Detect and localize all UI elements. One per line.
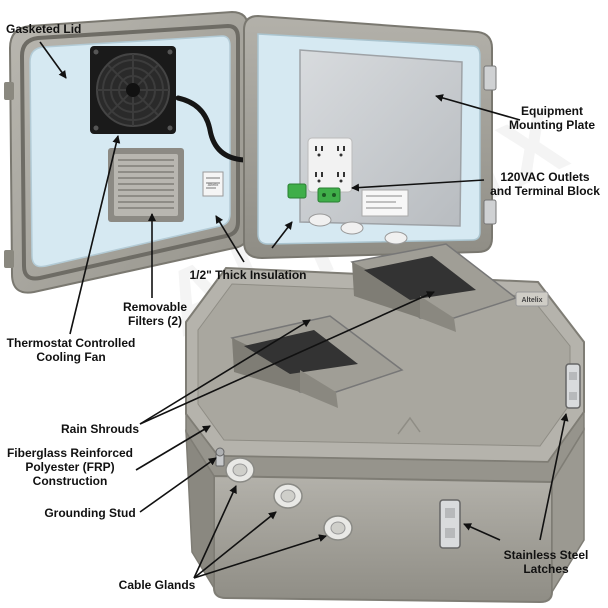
label-grounding-stud: Grounding Stud bbox=[44, 506, 136, 520]
leader-gasketed-lid bbox=[39, 41, 67, 79]
label-rain-shrouds: Rain Shrouds bbox=[60, 422, 139, 436]
latch bbox=[483, 65, 497, 91]
outlets-120vac bbox=[307, 137, 353, 193]
label-cable-glands: Cable Glands bbox=[118, 578, 196, 592]
cooling-fan bbox=[90, 46, 176, 134]
label-latches: Stainless Steel Latches bbox=[503, 548, 589, 576]
stainless-latch bbox=[439, 499, 461, 549]
gland-hole bbox=[384, 231, 408, 245]
leader-latch-1 bbox=[539, 413, 569, 541]
leader-insulation-lid bbox=[215, 215, 245, 263]
leader-rain-shroud-2 bbox=[139, 291, 435, 425]
stainless-latch bbox=[565, 363, 581, 409]
leader-gland-3 bbox=[193, 534, 327, 579]
label-gasketed-lid: Gasketed Lid bbox=[6, 22, 82, 36]
brand-badge: Altelix bbox=[521, 297, 542, 304]
wiring-sticker bbox=[361, 189, 409, 217]
label-filters: Removable Filters (2) bbox=[122, 300, 188, 328]
cable-gland bbox=[323, 515, 353, 541]
lid-hinge bbox=[4, 82, 14, 100]
gland-hole bbox=[308, 213, 332, 227]
terminal-block bbox=[287, 183, 341, 203]
latch bbox=[483, 199, 497, 225]
label-insulation: 1/2" Thick Insulation bbox=[189, 268, 307, 282]
leader-rain-shroud-1 bbox=[139, 319, 311, 425]
leader-grounding-stud bbox=[139, 457, 217, 513]
removable-filter bbox=[108, 148, 184, 222]
callout-lines bbox=[39, 41, 569, 579]
leader-fan bbox=[69, 135, 121, 335]
leader-gland-1 bbox=[193, 485, 237, 579]
label-fan: Thermostat Controlled Cooling Fan bbox=[6, 336, 136, 364]
leader-latch-2 bbox=[463, 523, 501, 541]
grounding-stud bbox=[215, 447, 225, 467]
label-outlets: 120VAC Outlets and Terminal Block bbox=[490, 170, 600, 198]
leader-insulation-body bbox=[271, 221, 293, 249]
brand-badge-plate bbox=[515, 291, 549, 307]
rain-shroud bbox=[350, 243, 518, 332]
cable-gland bbox=[273, 483, 303, 509]
cable-gland bbox=[225, 457, 255, 483]
label-frp: Fiberglass Reinforced Polyester (FRP) Co… bbox=[6, 446, 134, 488]
leader-equipment-plate bbox=[435, 94, 521, 121]
leader-outlets bbox=[351, 179, 485, 192]
leader-frp bbox=[135, 425, 211, 471]
label-equipment-plate: Equipment Mounting Plate bbox=[509, 104, 595, 132]
leader-gland-2 bbox=[193, 511, 277, 579]
lid-hinge bbox=[4, 250, 14, 268]
sticker-brand: Altelix bbox=[208, 182, 219, 187]
gland-hole bbox=[340, 221, 364, 235]
